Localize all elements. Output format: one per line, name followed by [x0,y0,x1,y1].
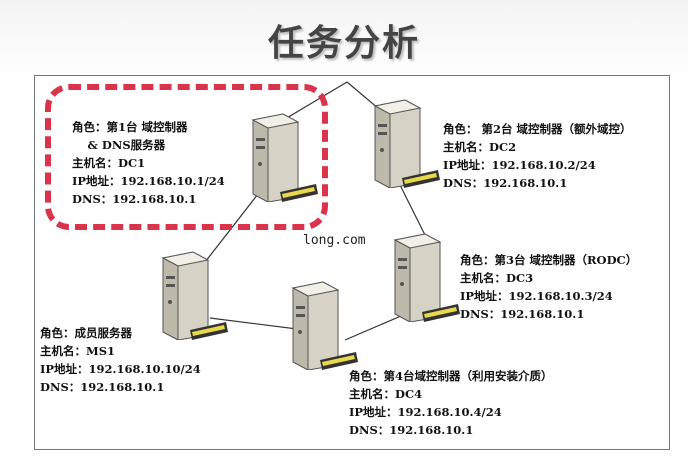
info-line: IP地址：192.168.10.1/24 [72,174,225,188]
domain-label: long.com [303,233,366,248]
info-line: DNS：192.168.10.1 [40,380,165,394]
highlight-box [45,84,328,230]
info-line: 主机名：DC2 [443,140,517,154]
info-line: & DNS服务器 [72,138,166,152]
server-info-dc4: 角色：第4台域控制器（利用安装介质） 主机名：DC4 IP地址：192.168.… [349,367,553,439]
server-icon [373,99,440,188]
info-line: 角色：第4台域控制器（利用安装介质） [349,369,553,383]
link-ms1-dc4 [209,317,306,331]
info-line: DNS：192.168.10.1 [349,423,474,437]
server-info-ms1: 角色：成员服务器 主机名：MS1 IP地址：192.168.10.10/24 D… [40,324,201,396]
info-line: 主机名：DC4 [349,387,423,401]
info-line: IP地址：192.168.10.3/24 [460,289,613,303]
info-line: DNS：192.168.10.1 [72,192,197,206]
server-info-dc2: 角色： 第2台 域控制器（额外域控） 主机名：DC2 IP地址：192.168.… [443,120,632,192]
info-line: 角色：成员服务器 [40,326,132,340]
info-line: IP地址：192.168.10.10/24 [40,362,201,376]
info-line: DNS：192.168.10.1 [460,307,585,321]
info-line: DNS：192.168.10.1 [443,176,568,190]
server-icon [251,113,318,202]
diagram-frame [34,75,670,450]
info-line: 角色： 第2台 域控制器（额外域控） [443,122,632,136]
info-line: 主机名：DC1 [72,156,146,170]
server-info-dc1: 角色：第1台 域控制器 & DNS服务器 主机名：DC1 IP地址：192.16… [72,118,225,208]
info-line: 角色：第1台 域控制器 [72,120,188,134]
server-info-dc3: 角色：第3台 域控制器（RODC） 主机名：DC3 IP地址：192.168.1… [460,251,637,323]
server-icon [291,281,358,370]
page-title: 任务分析 [267,23,420,64]
server-icon [161,251,228,340]
info-line: 主机名：DC3 [460,271,534,285]
server-icon [393,233,460,322]
info-line: IP地址：192.168.10.2/24 [443,158,596,172]
info-line: IP地址：192.168.10.4/24 [349,405,502,419]
info-line: 角色：第3台 域控制器（RODC） [460,253,638,267]
info-line: 主机名：MS1 [40,344,116,358]
